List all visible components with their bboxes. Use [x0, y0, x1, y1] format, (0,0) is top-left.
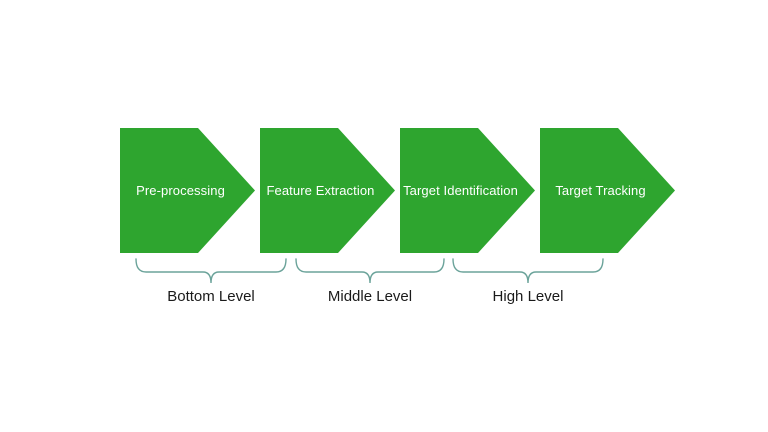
stage-arrow-target-tracking: Target Tracking	[540, 128, 675, 253]
level-label-bottom: Bottom Level	[167, 288, 255, 305]
stage-label-target-tracking: Target Tracking	[555, 183, 646, 198]
stage-arrow-target-identification: Target Identification	[400, 128, 535, 253]
stage-label-target-identification: Target Identification	[403, 183, 518, 198]
level-label-middle: Middle Level	[327, 288, 413, 305]
stage-label-pre-processing: Pre-processing	[136, 183, 225, 198]
underbrace-bottom-level	[135, 258, 287, 284]
underbrace-middle-level	[295, 258, 445, 284]
level-label-high: High Level	[492, 288, 564, 305]
stage-arrow-pre-processing: Pre-processing	[120, 128, 255, 253]
stage-label-feature-extraction: Feature Extraction	[266, 183, 375, 198]
stage-arrow-feature-extraction: Feature Extraction	[260, 128, 395, 253]
underbrace-high-level	[452, 258, 604, 284]
